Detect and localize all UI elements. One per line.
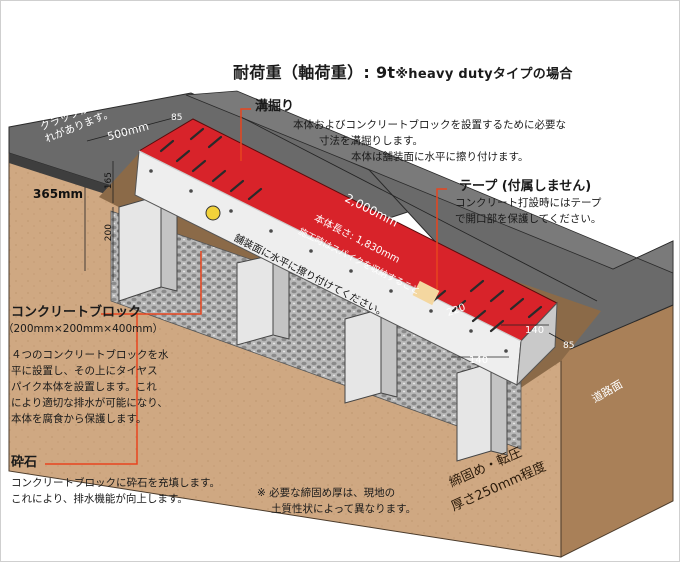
trench-line: 本体およびコンクリートブロックを設置するために必要な <box>293 119 566 131</box>
tape-line: で開口部を保護してください。 <box>455 213 602 225</box>
dim-85-right: 85 <box>563 341 575 351</box>
dim-200: 200 <box>103 224 114 242</box>
block-line: ４つのコンクリートブロックを水 <box>11 349 169 361</box>
footnote-line: ※ 必要な締固め厚は、現地の <box>257 487 396 499</box>
dim-165: 165 <box>103 172 114 190</box>
level-indicator <box>205 205 221 221</box>
block-line: により適切な排水が可能になり、 <box>11 397 168 409</box>
block-line: 本体を腐食から保護します。 <box>11 413 147 425</box>
dim-365: 365mm <box>33 187 84 201</box>
leader-lines <box>45 108 447 465</box>
block-heading: コンクリートブロック <box>11 305 142 320</box>
footnote-line: 土質性状によって異なります。 <box>271 503 417 515</box>
dim-140-b: 140 <box>469 355 489 366</box>
block-size: （200mm×200mm×400mm） <box>3 323 164 335</box>
dimension-lines <box>84 116 598 358</box>
gravel-line: これにより、排水機能が向上します。 <box>11 493 188 505</box>
title-main: 耐荷重（軸荷重）: 9t <box>233 63 396 82</box>
block-line: 平に設置し、その上にタイヤス <box>11 365 158 377</box>
trench-line: 本体は舗装面に水平に擦り付けます。 <box>351 151 529 163</box>
tire-spike-unit <box>134 118 558 387</box>
gravel-line: コンクリートブロックに砕石を充填します。 <box>11 477 220 489</box>
tape-patch <box>412 280 440 306</box>
dim-140-a: 140 <box>525 325 545 336</box>
gravel-heading: 砕石 <box>11 455 38 470</box>
asphalt-far-strip <box>185 90 674 274</box>
concrete-blocks <box>118 194 508 462</box>
tape-heading: テープ (付属しません) <box>459 179 592 194</box>
dim-85-top: 85 <box>171 113 183 123</box>
page-title: 耐荷重（軸荷重）: 9t※heavy dutyタイプの場合 <box>233 63 573 83</box>
trench-heading: 溝掘り <box>255 99 295 114</box>
block-line: パイク本体を設置します。これ <box>11 381 157 393</box>
trench-line: 寸法を溝掘りします。 <box>319 135 423 147</box>
tape-line: コンクリート打設時にはテープ <box>455 197 602 209</box>
title-sub: ※heavy dutyタイプの場合 <box>395 67 573 82</box>
